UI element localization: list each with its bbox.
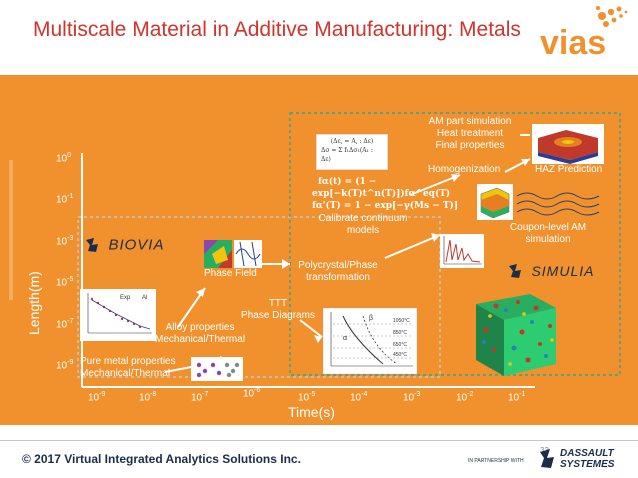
thermal-history-image bbox=[440, 234, 484, 268]
simulia-region bbox=[289, 112, 621, 376]
y-axis-label: Length(m) bbox=[26, 271, 42, 335]
ttt-t1: 1050°C bbox=[393, 318, 410, 324]
side-strip bbox=[9, 160, 13, 300]
haz-part-image bbox=[532, 124, 604, 164]
x-tick-7: 10-2 bbox=[456, 391, 474, 404]
x-tick-4: 10-5 bbox=[298, 391, 316, 404]
y-tick-1: 10-1 bbox=[56, 193, 74, 206]
am-part-label: AM part simulation Heat treatment Final … bbox=[428, 116, 512, 151]
biovia-region bbox=[77, 216, 441, 378]
dassault-logo: DASSAULT SYSTEMES bbox=[538, 446, 628, 474]
x-tick-8: 10-1 bbox=[508, 391, 526, 404]
x-axis-label: Time(s) bbox=[288, 404, 335, 420]
ttt-diagram-image: β α 1050°C 850°C 650°C 450°C bbox=[323, 308, 417, 374]
simulia-ds-icon bbox=[509, 263, 521, 278]
page-number: 33 bbox=[540, 446, 549, 455]
partnership-tag: IN PARTNERSHIP WITH bbox=[468, 458, 524, 464]
y-tick-2: 10-3 bbox=[56, 235, 74, 248]
alloy-plot-element: Al bbox=[142, 295, 147, 301]
alloy-property-plot-image: Exp Al bbox=[80, 289, 156, 341]
ttt-beta: β bbox=[369, 315, 373, 322]
copyright-text: © 2017 Virtual Integrated Analytics Solu… bbox=[22, 452, 301, 466]
phase-field-label: Phase Field bbox=[204, 268, 257, 279]
dassault-logo-text: DASSAULT SYSTEMES bbox=[560, 448, 615, 470]
y-tick-0: 100 bbox=[56, 152, 72, 165]
coupon-label: Coupon-level AM simulation bbox=[509, 222, 587, 245]
coupon-scan-pattern-image bbox=[516, 192, 600, 216]
footer-divider bbox=[0, 440, 638, 441]
dassault-ds-icon bbox=[540, 449, 554, 468]
coupon-part-image bbox=[477, 184, 513, 220]
arrow-calibrate bbox=[409, 174, 461, 196]
y-tick-4: 10-7 bbox=[56, 318, 74, 331]
vias-logo-text: vias bbox=[540, 24, 606, 62]
x-tick-6: 10-3 bbox=[403, 391, 421, 404]
ttt-t3: 650°C bbox=[393, 342, 407, 348]
calibrate-label: Calibrate continuum models bbox=[318, 213, 408, 236]
biovia-logo: BIOVIA bbox=[84, 236, 164, 254]
arrow-poly-coupon bbox=[384, 234, 441, 259]
ttt-t4: 450°C bbox=[393, 352, 407, 358]
ttt-label: TTT Phase Diagrams bbox=[241, 298, 315, 321]
x-tick-1: 10-8 bbox=[139, 391, 157, 404]
biovia-logo-text: BIOVIA bbox=[108, 236, 165, 254]
simulia-logo: SIMULIA bbox=[507, 262, 594, 280]
pure-metal-label: Pure metal properties Mechanical/Thermal bbox=[80, 356, 176, 379]
page-title: Multiscale Material in Additive Manufact… bbox=[33, 18, 521, 41]
x-tick-2: 10-7 bbox=[191, 391, 209, 404]
x-tick-0: 10-9 bbox=[88, 391, 106, 404]
crystal-lattice-image bbox=[191, 357, 243, 381]
y-tick-3: 10-5 bbox=[56, 276, 74, 289]
ttt-t2: 850°C bbox=[393, 330, 407, 336]
homogenization-equation-image: (Δε, = A, : Δε) Δσ = Σ f₁Δσ₁(A₁ : Δε) bbox=[316, 134, 388, 170]
haz-label: HAZ Prediction bbox=[535, 164, 603, 175]
x-tick-3: 10-6 bbox=[243, 387, 261, 400]
kinetics-equations: fα(t) = (1 − exp[−k(T)t^n(T)])fα^eq(T) f… bbox=[312, 177, 459, 211]
phase-field-image-2 bbox=[234, 240, 262, 268]
y-tick-5: 10-9 bbox=[56, 359, 74, 372]
ttt-alpha: α bbox=[343, 335, 347, 342]
x-tick-5: 10-4 bbox=[350, 391, 368, 404]
phase-field-image-1 bbox=[204, 240, 232, 268]
microstructure-cube-image bbox=[476, 294, 556, 376]
alloy-label: Alloy properties Mechanical/Thermal bbox=[155, 322, 246, 345]
homogenization-label: Homogenization bbox=[428, 164, 501, 175]
vias-logo: vias bbox=[540, 6, 628, 62]
polycrystal-label: Polycrystal/Phase transformation bbox=[298, 260, 378, 283]
arrow-ttt bbox=[299, 319, 323, 338]
simulia-logo-text: SIMULIA bbox=[531, 262, 595, 279]
alloy-plot-legend: Exp bbox=[120, 295, 131, 301]
biovia-ds-icon bbox=[86, 237, 98, 252]
vias-logo-dots bbox=[596, 6, 628, 27]
